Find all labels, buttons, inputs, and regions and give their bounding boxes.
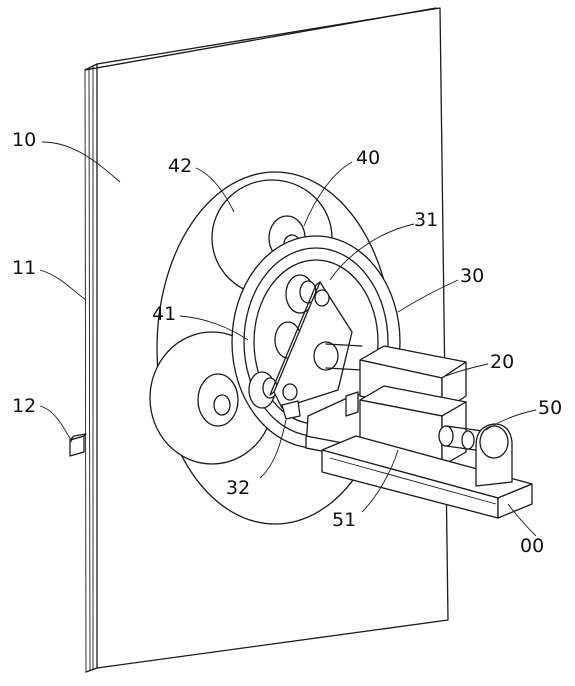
- label-42: 42: [168, 155, 192, 177]
- label-51: 51: [332, 509, 356, 531]
- label-31: 31: [414, 209, 438, 231]
- end-support: [475, 423, 513, 487]
- drive-shaft: [313, 341, 363, 371]
- roller-lower: [248, 371, 278, 409]
- triangle-plate: [269, 281, 353, 420]
- label-30: 30: [460, 265, 484, 287]
- label-12: 12: [12, 395, 36, 417]
- label-32: 32: [226, 477, 250, 499]
- label-11: 11: [12, 257, 36, 279]
- label-41: 41: [152, 303, 176, 325]
- side-lug: [69, 433, 87, 457]
- output-shaft: [438, 425, 491, 453]
- label-40: 40: [356, 147, 380, 169]
- roller-upper: [285, 274, 317, 314]
- label-10: 10: [12, 129, 36, 151]
- label-50: 50: [538, 397, 562, 419]
- leader-lines: [39, 141, 537, 537]
- reference-labels: 10 11 12 42 40 31 30 41 20 50 32 51 00: [12, 129, 562, 557]
- label-00: 00: [520, 535, 544, 557]
- label-20: 20: [490, 351, 514, 373]
